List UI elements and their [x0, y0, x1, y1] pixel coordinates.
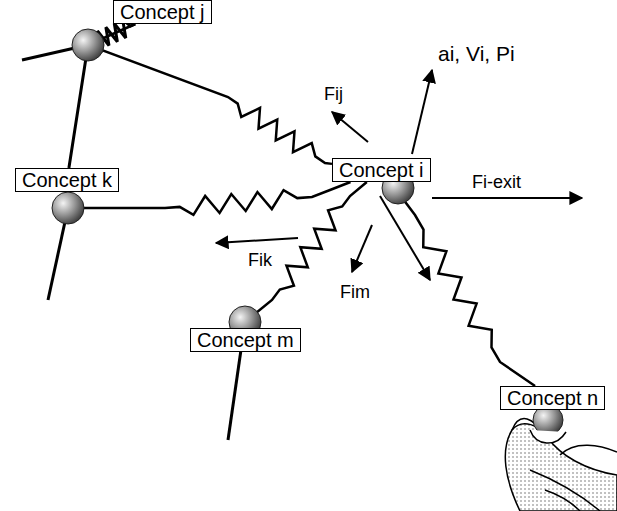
spring	[88, 24, 332, 164]
force-label: Fim	[338, 282, 372, 302]
hand	[505, 419, 617, 511]
force-label: Fi-exit	[470, 172, 523, 192]
concept-sphere	[52, 29, 563, 435]
finger	[530, 430, 566, 443]
concept-label: Concept n	[500, 386, 605, 410]
concept-name: Concept j	[120, 1, 205, 23]
concept-label: Concept m	[190, 328, 301, 352]
concept-name: Concept m	[197, 329, 294, 351]
concept-label: Concept i	[332, 158, 431, 182]
link-stick	[69, 20, 135, 168]
concept-name: Concept n	[507, 387, 598, 409]
spring	[245, 182, 367, 328]
concept-name: Concept k	[22, 169, 112, 191]
stick	[22, 45, 245, 440]
force-label: Fik	[246, 250, 274, 270]
spring	[390, 182, 535, 386]
concept-name: Concept i	[339, 159, 424, 181]
force-arrow	[216, 70, 582, 280]
force-label: Fij	[322, 84, 345, 104]
concept-label: Concept k	[15, 168, 119, 192]
force-label: ai, Vi, Pi	[436, 44, 517, 64]
concept-label: Concept j	[113, 0, 212, 24]
